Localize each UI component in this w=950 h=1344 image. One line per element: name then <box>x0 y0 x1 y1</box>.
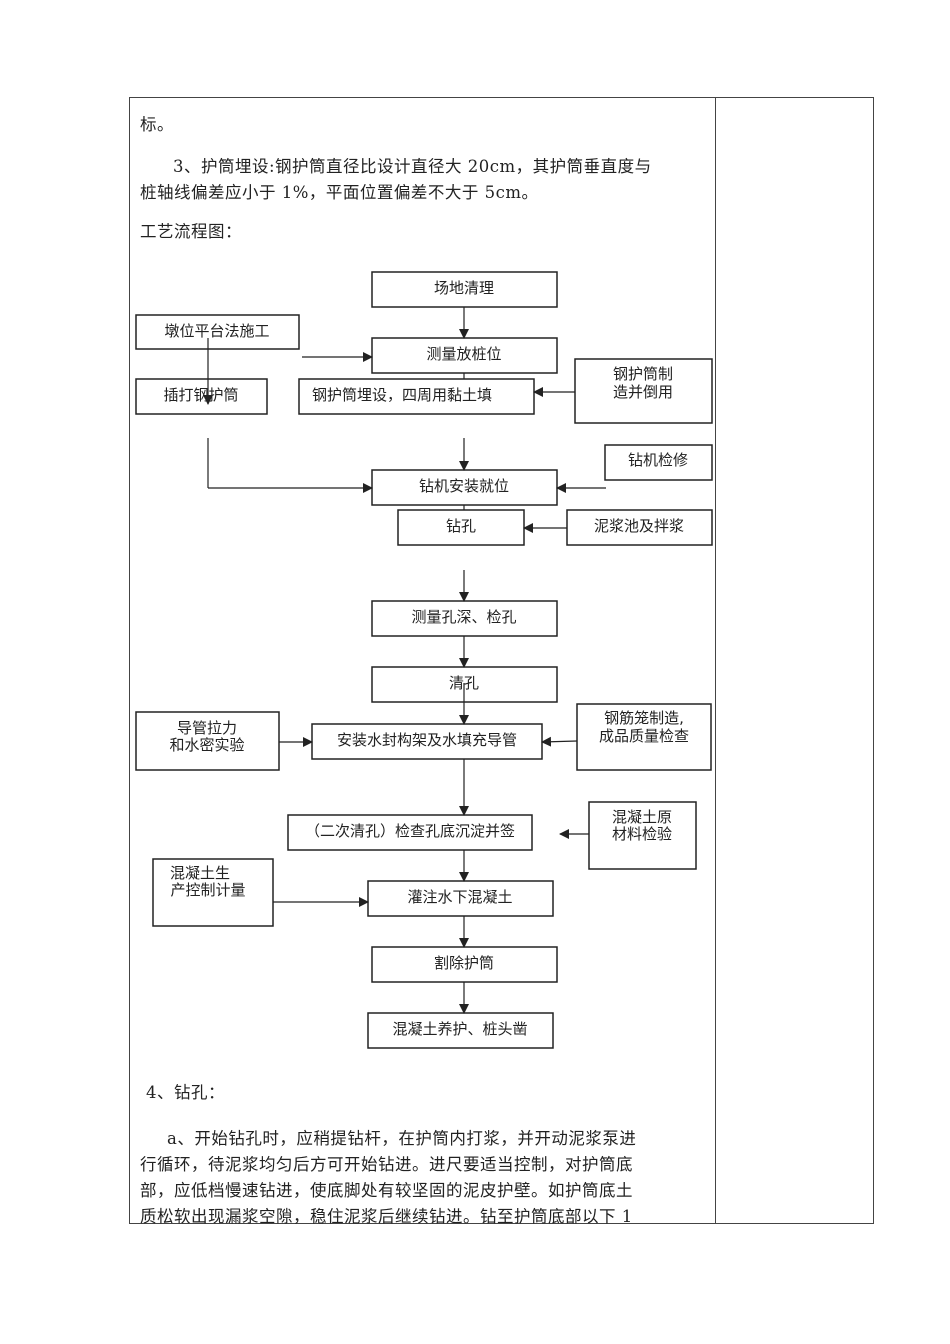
node-site-clear: 场地清理 <box>371 271 558 308</box>
node-pour-concrete: 灌注水下混凝土 <box>367 880 554 917</box>
svg-text:钢护筒制: 钢护筒制 <box>613 365 673 383</box>
svg-text:混凝土养护、桩头凿: 混凝土养护、桩头凿 <box>392 1020 527 1038</box>
svg-text:产控制计量: 产控制计量 <box>170 881 245 899</box>
node-bury-casing: 钢护筒埋设，四周用黏土填 <box>298 378 535 415</box>
svg-text:插打钢护筒: 插打钢护筒 <box>163 386 238 404</box>
arrow-cage-to-frame <box>541 736 578 747</box>
paragraph-drilling-line3: 部，应低档慢速钻进，使底脚处有较坚固的泥皮护壁。如护筒底土 <box>140 1181 633 1200</box>
paragraph-drilling-line4: 质松软出现漏浆空隙，稳住泥浆后继续钻进。钻至护筒底部以下 1 <box>140 1207 633 1226</box>
svg-text:灌注水下混凝土: 灌注水下混凝土 <box>407 888 512 906</box>
process-flowchart: 场地清理 墩位平台法施工 测量放桩位 插打钢护筒 钢护筒埋设，四周用黏土填 钢护… <box>135 271 713 1049</box>
node-remove-casing: 割除护筒 <box>371 946 558 983</box>
node-install-frame: 安装水封构架及水填充导管 <box>311 723 543 760</box>
svg-text:混凝土原: 混凝土原 <box>612 808 672 826</box>
paragraph-continuation: 标。 <box>140 115 174 134</box>
svg-text:安装水封构架及水填充导管: 安装水封构架及水填充导管 <box>337 731 517 749</box>
node-insert-casing: 插打钢护筒 <box>135 378 268 415</box>
node-drilling: 钻孔 <box>397 509 525 546</box>
node-second-clean: （二次清孔）检查孔底沉淀并签 <box>287 814 533 851</box>
svg-text:测量孔深、检孔: 测量孔深、检孔 <box>411 608 516 626</box>
paragraph-casing-line1: 3、护筒埋设:钢护筒直径比设计直径大 20cm，其护筒垂直度与 <box>173 157 652 176</box>
svg-text:成品质量检查: 成品质量检查 <box>599 727 689 745</box>
svg-text:混凝土生: 混凝土生 <box>170 864 230 882</box>
node-concrete-raw: 混凝土原 材料检验 <box>588 801 697 870</box>
node-measure-depth: 测量孔深、检孔 <box>371 600 558 637</box>
svg-text:造并倒用: 造并倒用 <box>613 383 673 401</box>
node-pier-platform: 墩位平台法施工 <box>135 314 300 350</box>
svg-text:钻机检修: 钻机检修 <box>628 451 688 469</box>
svg-text:泥浆池及拌浆: 泥浆池及拌浆 <box>594 517 684 535</box>
node-cage-make: 钢筋笼制造, 成品质量检查 <box>576 703 712 771</box>
svg-text:和水密实验: 和水密实验 <box>169 736 244 754</box>
node-rig-install: 钻机安装就位 <box>371 469 558 506</box>
svg-text:材料检验: 材料检验 <box>612 825 672 843</box>
section-4-heading: 4、钻孔： <box>146 1083 225 1102</box>
paragraph-drilling-line2: 行循环，待泥浆均匀后方可开始钻进。进尺要适当控制，对护筒底 <box>140 1155 633 1174</box>
node-pipe-test: 导管拉力 和水密实验 <box>135 711 280 771</box>
svg-text:钻孔: 钻孔 <box>446 517 476 535</box>
svg-text:钻机安装就位: 钻机安装就位 <box>419 477 509 495</box>
node-concrete-prod: 混凝土生 产控制计量 <box>152 858 274 927</box>
svg-text:场地清理: 场地清理 <box>434 279 494 297</box>
svg-text:割除护筒: 割除护筒 <box>434 954 494 972</box>
svg-text:钢护筒埋设，四周用黏土填: 钢护筒埋设，四周用黏土填 <box>312 386 492 404</box>
svg-text:钢筋笼制造,: 钢筋笼制造, <box>604 709 684 727</box>
paragraph-casing-line2: 桩轴线偏差应小于 1%，平面位置偏差不大于 5cm。 <box>140 183 539 202</box>
svg-text:测量放桩位: 测量放桩位 <box>426 345 501 363</box>
node-survey-pile: 测量放桩位 <box>371 337 558 374</box>
node-casing-make: 钢护筒制 造并倒用 <box>574 358 713 424</box>
node-rig-repair: 钻机检修 <box>604 444 713 481</box>
node-cure: 混凝土养护、桩头凿 <box>367 1012 554 1049</box>
svg-text:导管拉力: 导管拉力 <box>177 719 237 737</box>
svg-text:墩位平台法施工: 墩位平台法施工 <box>164 322 269 340</box>
svg-text:（二次清孔）检查孔底沉淀并签: （二次清孔）检查孔底沉淀并签 <box>305 822 515 840</box>
document-table: 标。 3、护筒埋设:钢护筒直径比设计直径大 20cm，其护筒垂直度与 桩轴线偏差… <box>129 97 874 1226</box>
paragraph-drilling-line1: a、开始钻孔时，应稍提钻杆，在护筒内打浆，并开动泥浆泵进 <box>167 1129 637 1148</box>
node-mud-pool: 泥浆池及拌浆 <box>566 509 713 546</box>
flowchart-title: 工艺流程图： <box>140 222 242 241</box>
column-divider <box>715 98 716 1223</box>
